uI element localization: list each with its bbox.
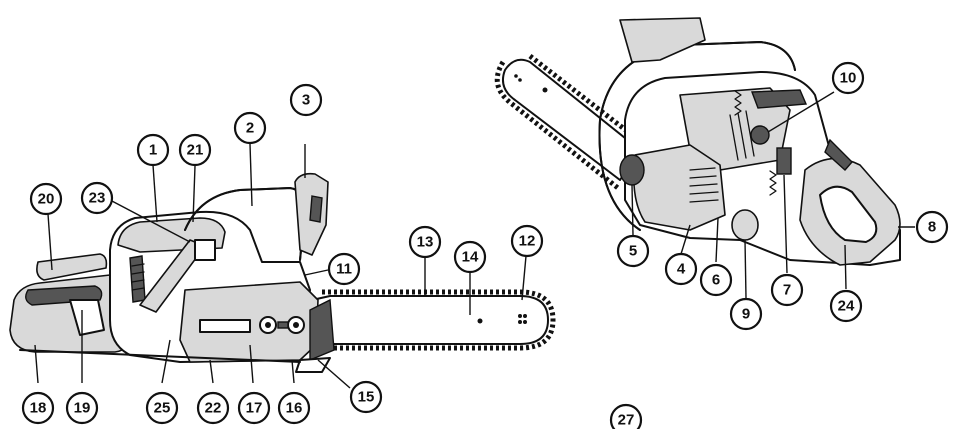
callout-2: 2 xyxy=(233,111,267,145)
saw-chain xyxy=(494,60,620,190)
bar-tip-hole xyxy=(518,314,522,318)
bar-hole xyxy=(477,318,483,324)
callout-21: 21 xyxy=(178,133,212,167)
guide-bar xyxy=(311,295,549,345)
svg-text:4: 4 xyxy=(677,261,686,278)
left-chainsaw-illustration xyxy=(9,172,556,373)
svg-text:22: 22 xyxy=(205,400,222,417)
svg-text:18: 18 xyxy=(30,400,47,417)
anti-vibration-spring xyxy=(769,170,777,196)
hand-guard-slots xyxy=(309,195,323,223)
stop-switch xyxy=(776,147,792,175)
fuel-cap xyxy=(731,209,759,241)
callout-16: 16 xyxy=(277,391,311,425)
bucking-spike xyxy=(309,298,335,362)
bar-tip-hole xyxy=(523,320,527,324)
throttle-trigger xyxy=(69,299,105,336)
callout-25: 25 xyxy=(145,391,179,425)
starter-handle xyxy=(619,154,645,186)
callout-19: 19 xyxy=(65,391,99,425)
callout-3: 3 xyxy=(289,83,323,117)
bar-tip-hole xyxy=(523,314,527,318)
callout-5: 5 xyxy=(616,234,650,268)
callout-14: 14 xyxy=(453,240,487,274)
svg-text:27: 27 xyxy=(618,412,635,429)
svg-text:12: 12 xyxy=(519,233,536,250)
svg-text:6: 6 xyxy=(712,272,720,289)
callout-9: 9 xyxy=(729,297,763,331)
leader-lines xyxy=(34,91,915,389)
svg-text:10: 10 xyxy=(840,70,857,87)
callout-7: 7 xyxy=(770,273,804,307)
svg-text:1: 1 xyxy=(149,142,157,159)
vent-slots xyxy=(729,110,755,161)
svg-text:8: 8 xyxy=(928,219,936,236)
clutch-cover-label xyxy=(199,319,251,333)
chain-brake-hand-guard xyxy=(619,17,706,63)
svg-text:7: 7 xyxy=(783,282,791,299)
svg-text:15: 15 xyxy=(358,389,375,406)
air-filter-vents xyxy=(751,89,808,109)
svg-text:23: 23 xyxy=(89,190,106,207)
bar-tip-hole xyxy=(518,320,522,324)
anti-vibration-spring xyxy=(734,90,742,116)
chain-tensioner xyxy=(277,321,289,329)
svg-text:20: 20 xyxy=(38,191,55,208)
choke-lever xyxy=(194,239,216,261)
right-chainsaw-illustration xyxy=(494,17,901,266)
callout-20: 20 xyxy=(29,182,63,216)
saw-chain xyxy=(322,289,556,351)
starter-vent-slots xyxy=(689,167,719,203)
callout-27: 27 xyxy=(609,403,643,429)
callout-1: 1 xyxy=(136,133,170,167)
callout-18: 18 xyxy=(21,391,55,425)
callout-24: 24 xyxy=(829,289,863,323)
svg-text:21: 21 xyxy=(187,142,204,159)
callout-12: 12 xyxy=(510,224,544,258)
svg-text:16: 16 xyxy=(286,400,303,417)
svg-text:19: 19 xyxy=(74,400,91,417)
guide-bar xyxy=(502,58,641,181)
svg-text:3: 3 xyxy=(302,92,310,109)
throttle-lockout xyxy=(824,138,853,171)
callout-15: 15 xyxy=(349,380,383,414)
oil-cap xyxy=(750,125,770,145)
callout-22: 22 xyxy=(196,391,230,425)
chain-catcher xyxy=(295,357,331,373)
svg-text:14: 14 xyxy=(462,249,479,266)
callout-10: 10 xyxy=(831,61,865,95)
callout-13: 13 xyxy=(408,225,442,259)
callout-6: 6 xyxy=(699,263,733,297)
callout-17: 17 xyxy=(237,391,271,425)
vent-slots xyxy=(131,263,145,291)
svg-text:13: 13 xyxy=(417,234,434,251)
callout-badges: 1 21 2 3 20 23 11 13 14 12 15 xyxy=(21,61,949,429)
rear-handle-opening xyxy=(819,185,878,243)
callout-4: 4 xyxy=(664,252,698,286)
svg-text:5: 5 xyxy=(629,243,637,260)
callout-23: 23 xyxy=(80,181,114,215)
bottom-plate xyxy=(19,349,301,363)
svg-text:24: 24 xyxy=(838,298,855,315)
callout-11: 11 xyxy=(327,252,361,286)
cylinder-cover-vent xyxy=(129,255,146,303)
svg-text:17: 17 xyxy=(246,400,263,417)
svg-text:2: 2 xyxy=(246,120,254,137)
svg-text:11: 11 xyxy=(336,261,352,278)
svg-text:25: 25 xyxy=(154,400,171,417)
callout-8: 8 xyxy=(915,210,949,244)
svg-text:9: 9 xyxy=(742,306,750,323)
throttle-lockout xyxy=(36,253,108,281)
